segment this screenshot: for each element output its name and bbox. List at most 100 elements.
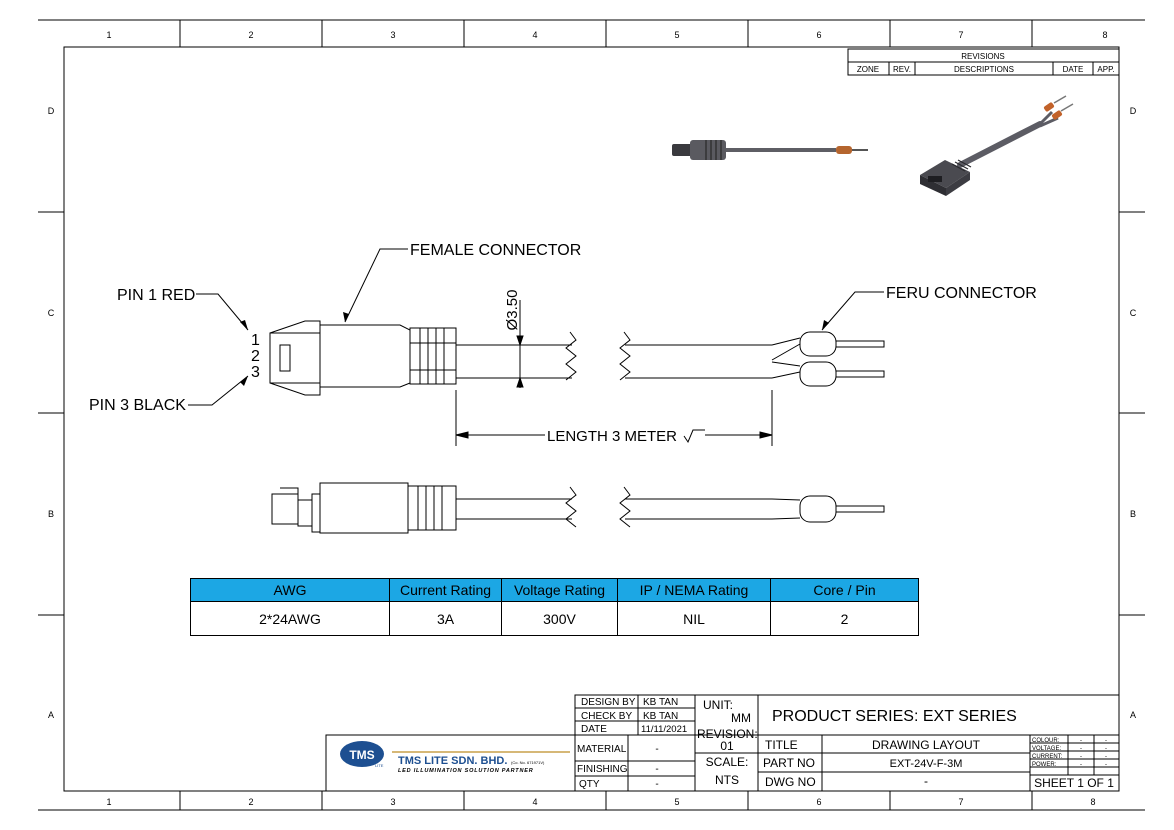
material-value: - xyxy=(655,744,658,755)
female-connector-label: FEMALE CONNECTOR xyxy=(410,242,581,259)
product-series: PRODUCT SERIES: EXT SERIES xyxy=(772,708,1017,725)
logo-text: TMS xyxy=(349,748,374,762)
spec-table-header: AWG Current Rating Voltage Rating IP / N… xyxy=(190,578,919,602)
row-label-a: A xyxy=(48,710,54,720)
row-label-a-right: A xyxy=(1130,710,1136,720)
spec-header-current: Current Rating xyxy=(389,578,502,602)
revisions-title: REVISIONS xyxy=(961,52,1005,61)
row-label-d-right: D xyxy=(1130,106,1137,116)
revision-label: REVISION: xyxy=(697,727,758,741)
pin-number-3: 3 xyxy=(251,364,260,381)
col-label-5-bottom: 5 xyxy=(674,797,679,807)
finishing-value: - xyxy=(655,764,658,775)
company-tagline: LED ILLUMINATION SOLUTION PARTNER xyxy=(398,768,533,774)
logo-sub: LITE xyxy=(375,763,384,768)
col-label-2: 2 xyxy=(248,30,253,40)
title-label: TITLE xyxy=(765,738,798,752)
col-label-4: 4 xyxy=(532,30,537,40)
scale-label: SCALE: xyxy=(706,755,749,769)
pin1-label: PIN 1 RED xyxy=(117,287,195,304)
company-name: TMS LITE SDN. BHD. xyxy=(398,755,507,767)
part-no-value: EXT-24V-F-3M xyxy=(890,758,963,770)
scale-value: NTS xyxy=(715,773,739,787)
col-label-2-bottom: 2 xyxy=(248,797,253,807)
finish-symbol-icon xyxy=(683,429,705,444)
col-label-3-bottom: 3 xyxy=(390,797,395,807)
prop-current-a: - xyxy=(1080,754,1082,760)
prop-voltage-a: - xyxy=(1080,746,1082,752)
prop-colour-b: - xyxy=(1105,738,1107,744)
check-by-value: KB TAN xyxy=(643,711,678,722)
prop-voltage-b: - xyxy=(1105,746,1107,752)
dwg-no-label: DWG NO xyxy=(765,775,816,789)
prop-voltage-label: VOLTAGE: xyxy=(1032,746,1061,752)
spec-cell-ip-nema: NIL xyxy=(617,601,771,636)
col-label-7-bottom: 7 xyxy=(958,797,963,807)
title-block xyxy=(325,694,1120,792)
sheet-number: SHEET 1 OF 1 xyxy=(1034,776,1114,790)
row-label-c: C xyxy=(48,308,55,318)
row-label-d: D xyxy=(48,106,55,116)
company-reg: (Co. No. 671971V) xyxy=(511,760,545,765)
part-no-label: PART NO xyxy=(763,756,815,770)
spec-header-awg: AWG xyxy=(190,578,390,602)
rev-header-rev: REV. xyxy=(893,65,911,74)
date-value: 11/11/2021 xyxy=(641,724,687,735)
rev-header-date: DATE xyxy=(1063,65,1084,74)
cable-render-side xyxy=(672,140,868,160)
col-label-8: 8 xyxy=(1102,30,1107,40)
spec-cell-core-pin: 2 xyxy=(770,601,919,636)
title-value: DRAWING LAYOUT xyxy=(872,738,981,752)
col-label-6-bottom: 6 xyxy=(816,797,821,807)
col-label-8-bottom: 8 xyxy=(1090,797,1095,807)
col-label-3: 3 xyxy=(390,30,395,40)
row-label-b-right: B xyxy=(1130,509,1136,519)
spec-header-ip-nema: IP / NEMA Rating xyxy=(617,578,771,602)
spec-cell-voltage: 300V xyxy=(501,601,618,636)
rev-header-zone: ZONE xyxy=(857,65,879,74)
date-label: DATE xyxy=(581,724,607,735)
spec-cell-current: 3A xyxy=(389,601,502,636)
prop-colour-a: - xyxy=(1080,738,1082,744)
prop-power-a: - xyxy=(1080,762,1082,768)
dwg-no-value: - xyxy=(924,774,928,788)
prop-current-label: CURRENT: xyxy=(1032,754,1063,760)
col-label-1-bottom: 1 xyxy=(106,797,111,807)
rev-header-app: APP. xyxy=(1097,65,1114,74)
finishing-label: FINISHING xyxy=(577,764,628,775)
row-label-b: B xyxy=(48,509,54,519)
length-dimension: LENGTH 3 METER xyxy=(547,428,677,445)
cable-drawing-side xyxy=(271,482,885,534)
drawing-border xyxy=(63,46,1120,792)
prop-colour-label: COLOUR: xyxy=(1032,738,1060,744)
spec-header-core-pin: Core / Pin xyxy=(770,578,919,602)
col-label-1: 1 xyxy=(106,30,111,40)
qty-label: QTY xyxy=(579,779,600,790)
spec-header-voltage: Voltage Rating xyxy=(501,578,618,602)
feru-connector-label: FERU CONNECTOR xyxy=(886,285,1037,302)
revisions-block xyxy=(847,48,1120,76)
qty-value: - xyxy=(655,779,658,790)
unit-value: MM xyxy=(731,711,751,725)
spec-cell-awg: 2*24AWG xyxy=(190,601,390,636)
pin-number-1: 1 xyxy=(251,332,260,349)
pin3-label: PIN 3 BLACK xyxy=(89,397,186,414)
spec-table: AWG Current Rating Voltage Rating IP / N… xyxy=(190,578,919,636)
design-by-label: DESIGN BY xyxy=(581,697,636,708)
row-label-c-right: C xyxy=(1130,308,1137,318)
material-label: MATERIAL xyxy=(577,744,627,755)
prop-power-label: POWER: xyxy=(1032,762,1057,768)
prop-power-b: - xyxy=(1105,762,1107,768)
col-label-7: 7 xyxy=(958,30,963,40)
prop-current-b: - xyxy=(1105,754,1107,760)
rev-header-desc: DESCRIPTIONS xyxy=(954,65,1014,74)
design-by-value: KB TAN xyxy=(643,697,678,708)
cable-drawing-top xyxy=(269,320,885,396)
col-label-5: 5 xyxy=(674,30,679,40)
pin-number-2: 2 xyxy=(251,348,260,365)
unit-label: UNIT: xyxy=(703,698,733,712)
col-label-4-bottom: 4 xyxy=(532,797,537,807)
cable-render-perspective xyxy=(920,95,1074,196)
revision-value: 01 xyxy=(720,739,734,753)
